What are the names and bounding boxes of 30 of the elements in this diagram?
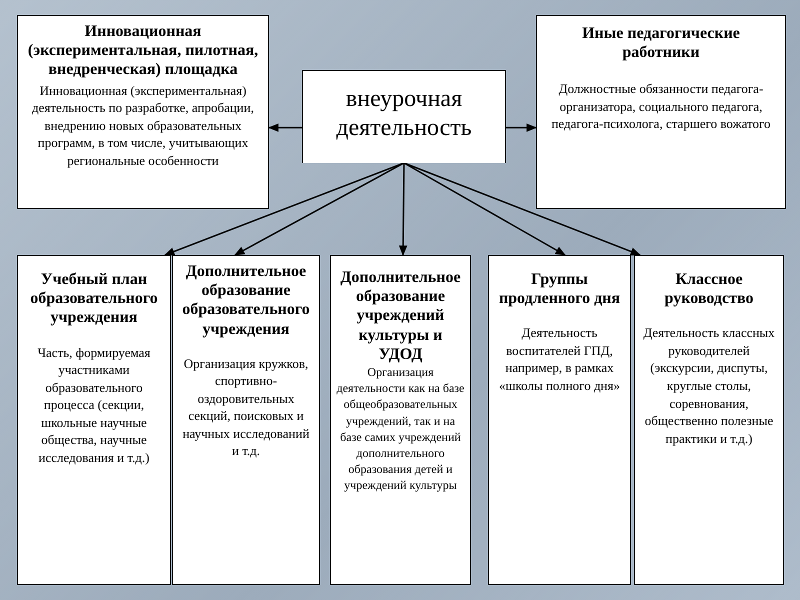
box-heading: внеурочная деятельность	[335, 85, 473, 143]
box-heading: Дополнительное образование учреждений культуры и УДОД	[339, 268, 462, 364]
text-box	[536, 15, 786, 209]
text-box	[302, 70, 506, 163]
arrow	[404, 162, 566, 256]
box-description: Деятельность воспитателей ГПД, например, в рамках «школы полного дня»	[498, 324, 621, 395]
box-description: Организация деятельности как на базе общеобразовательных учреждений, так и на базе самих учреждений дополнительного образования детей и учреждений культуры	[336, 364, 465, 494]
text-box	[634, 255, 784, 585]
box-description: Инновационная (экспериментальная) деятельность по разработке, апробации, внедрению новых образовательных программ, в том числе, учитывающих региональные особенности	[31, 82, 255, 170]
text-box	[330, 255, 471, 585]
box-heading: Инновационная (экспериментальная, пилотная, внедренческая) площадка	[26, 22, 260, 80]
box-description: Деятельность классных руководителей (экскурсии, диспуты, круглые столы, соревнования, общественно полезные практики и т.д.)	[642, 324, 776, 448]
box-heading: Иные педагогические работники	[581, 24, 741, 62]
arrow	[164, 162, 404, 256]
arrow	[268, 123, 302, 132]
box-heading: Дополнительное образование образовательного учреждения	[181, 262, 311, 339]
box-heading: Группы продленного дня	[498, 270, 622, 308]
box-description: Должностные обязанности педагога-организатора, социального педагога, педагога-психолога, старшего вожатого	[550, 80, 772, 134]
arrow	[404, 162, 641, 256]
box-description: Часть, формируемая участниками образовательного процесса (секции, школьные научные общества, научные исследования и т.д.)	[36, 344, 152, 466]
box-heading: Учебный план образовательного учреждения	[29, 270, 159, 328]
box-description: Организация кружков, спортивно-оздоровительных секций, поисковых и научных исследований и т.д.	[182, 354, 310, 460]
text-box	[17, 255, 171, 585]
arrow	[398, 163, 408, 256]
arrow	[234, 162, 404, 256]
arrow	[506, 123, 538, 132]
box-heading: Классное руководство	[664, 270, 754, 308]
text-box	[172, 255, 320, 585]
text-box	[488, 255, 631, 585]
text-box	[17, 15, 269, 209]
